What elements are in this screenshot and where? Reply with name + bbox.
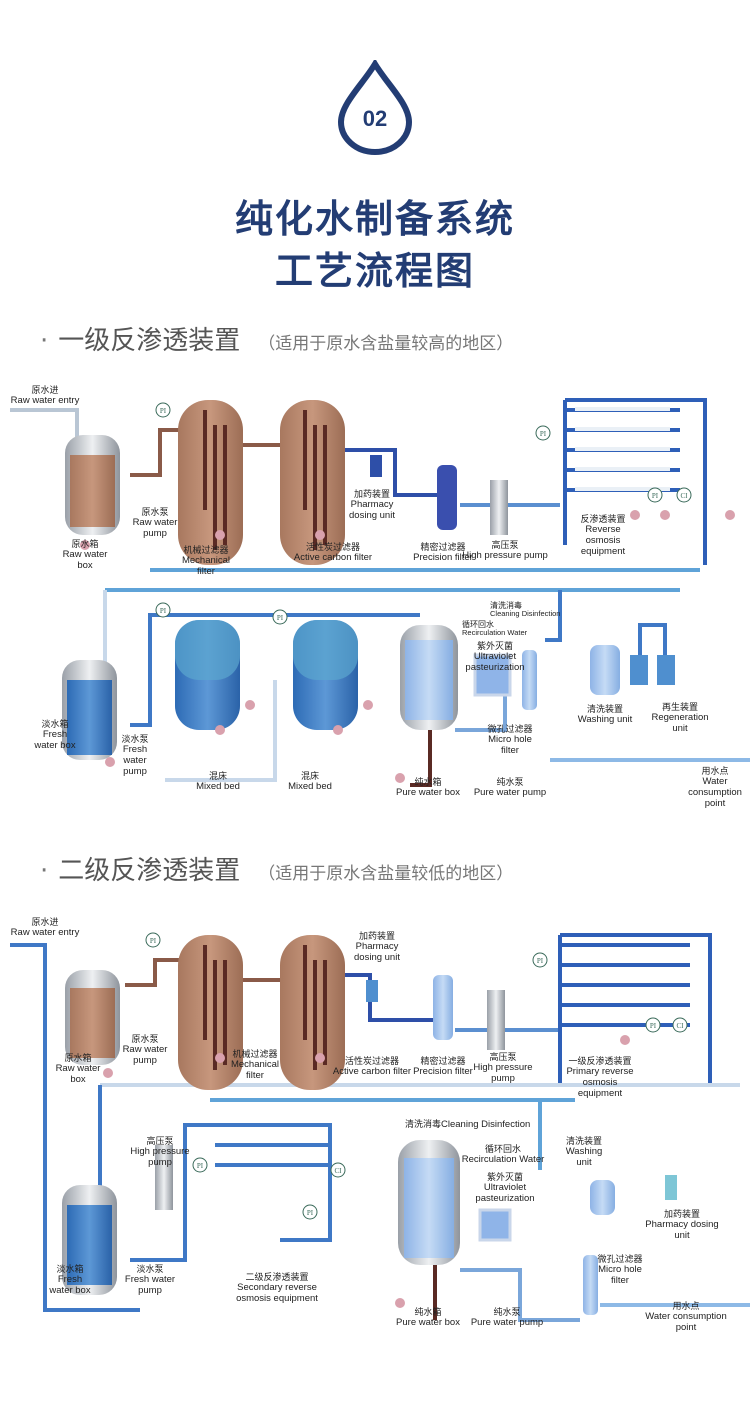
section-heading-1: · 一级反渗透装置 （适用于原水含盐量较高的地区） bbox=[40, 320, 513, 357]
pi-gauge: PI bbox=[277, 614, 284, 622]
precision-filter bbox=[437, 465, 457, 530]
section-title: 二级反渗透装置 bbox=[58, 856, 241, 886]
pi-gauge: PI bbox=[197, 1162, 204, 1170]
pi-gauge: PI bbox=[307, 1209, 314, 1217]
high-pressure-pump bbox=[490, 480, 508, 535]
carbon-filter-tank bbox=[280, 935, 345, 1090]
precision-filter bbox=[433, 975, 453, 1040]
pi-gauge: PI bbox=[150, 937, 157, 945]
section-title: 一级反渗透装置 bbox=[58, 326, 241, 356]
uv-sterilizer bbox=[473, 653, 512, 697]
regeneration-tank-2 bbox=[657, 655, 675, 685]
section-heading-2: · 二级反渗透装置 （适用于原水含盐量较低的地区） bbox=[40, 850, 513, 887]
high-pressure-pump bbox=[487, 990, 505, 1050]
ci-gauge: CI bbox=[677, 1022, 685, 1030]
section-note: （适用于原水含盐量较高的地区） bbox=[258, 334, 514, 354]
washing-unit-tank bbox=[590, 645, 620, 695]
ci-gauge: CI bbox=[681, 492, 689, 500]
bullet: · bbox=[40, 856, 49, 886]
uv-sterilizer bbox=[478, 1208, 512, 1242]
badge-number: 02 bbox=[362, 106, 388, 131]
dosing-tank bbox=[665, 1175, 677, 1200]
page-title-line1: 纯化水制备系统 bbox=[234, 197, 515, 241]
pi-gauge: PI bbox=[650, 1022, 657, 1030]
mechanical-filter-tank bbox=[178, 400, 243, 565]
water-drop-icon bbox=[337, 60, 413, 155]
pi-gauge: PI bbox=[652, 492, 659, 500]
ci-gauge: CI bbox=[335, 1167, 343, 1175]
regeneration-tank-1 bbox=[630, 655, 648, 685]
carbon-filter-tank bbox=[280, 400, 345, 565]
bullet: · bbox=[40, 326, 49, 356]
water-drop-badge: 02 bbox=[335, 60, 415, 155]
micro-hole-filter bbox=[583, 1255, 598, 1315]
label-cleaning-disinfection: 清洗消毒Cleaning Disinfection bbox=[405, 1119, 531, 1130]
micro-hole-filter bbox=[522, 650, 537, 710]
pi-gauge: PI bbox=[160, 607, 167, 615]
pi-gauge: PI bbox=[537, 957, 544, 965]
section-note: （适用于原水含盐量较低的地区） bbox=[258, 864, 514, 884]
pi-gauge: PI bbox=[540, 430, 547, 438]
page-title-line2: 工艺流程图 bbox=[274, 249, 475, 293]
diagram-graphics: PI PI PI CI PI CI PI bbox=[10, 932, 750, 1322]
diagram-graphics: PI PI PI CI PI PI bbox=[10, 398, 750, 787]
high-pressure-pump-2 bbox=[155, 1145, 173, 1210]
pi-gauge: PI bbox=[160, 407, 167, 415]
washing-unit-tank bbox=[590, 1180, 615, 1215]
